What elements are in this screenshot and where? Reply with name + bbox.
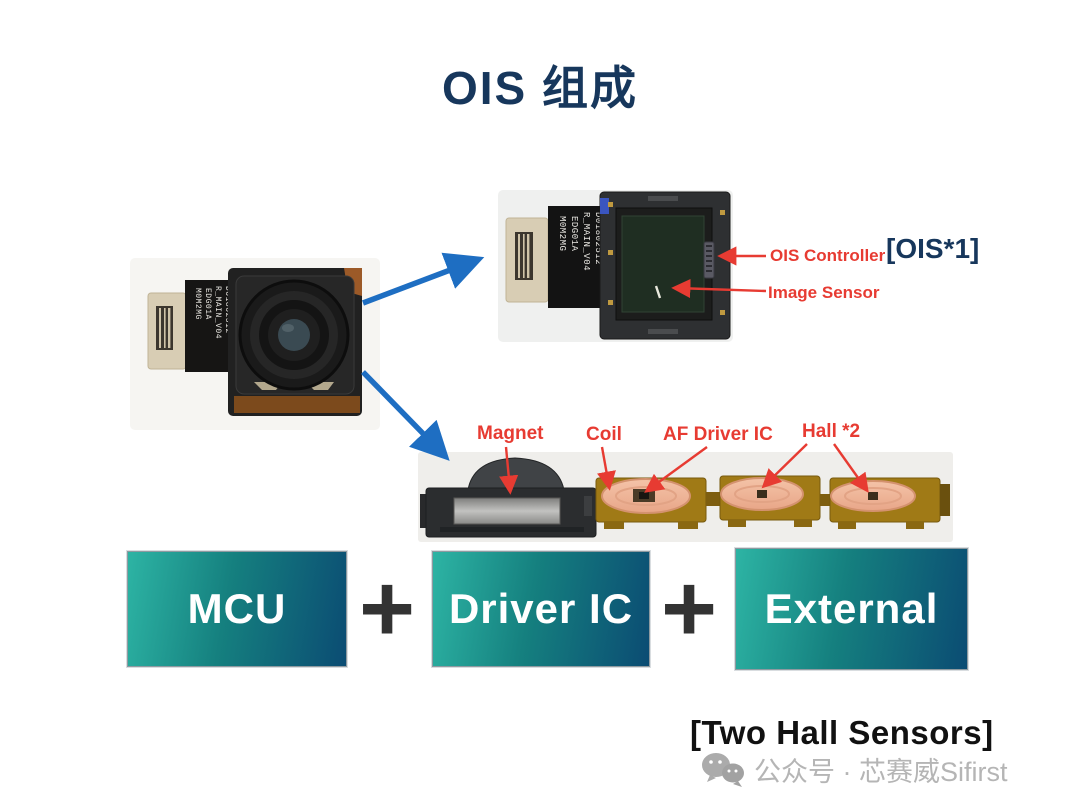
wechat-icon [702,752,744,787]
sensor-scratch-mark [654,285,662,299]
af-driver-ic-label: AF Driver IC [663,424,773,445]
module-frame [599,191,731,340]
flex-code-line: R_MAIN_V04 [213,286,222,339]
sensor-module-photo: M0M2MG EDG01A R_MAIN_V04 D01802512 [498,190,733,342]
coil-label: Coil [586,424,622,445]
flex-ribbon: M0M2MG EDG01A R_MAIN_V04 D01802512 [548,206,603,308]
watermark: 公众号 · 芯赛威Sifirst [700,750,1008,789]
flex-bridge [706,492,720,506]
mcu-box: MCU [127,551,347,667]
ois-controller-chip [703,241,715,279]
actuator-strip-photo [418,452,953,542]
page-title: OIS 组成 [441,62,639,114]
ois-count-tag: [OIS*1] [886,233,980,264]
coil-segment-3 [829,477,950,529]
plus-sign-1: + [358,555,416,662]
flex-code-line: D01802512 [593,212,603,265]
module-body [228,268,362,416]
copper-edge-bottom [234,396,360,413]
image-sensor-label: Image Sensor [768,283,880,302]
flex-code-line: D01802512 [223,286,232,334]
watermark-text: 公众号 · 芯赛威Sifirst [754,757,1008,787]
image-sensor-die [615,207,713,321]
flex-code-line: EDG01A [203,288,212,320]
hall-label: Hall *2 [802,421,861,442]
flex-connector-pad [147,292,187,370]
mcu-box-label: MCU [187,585,287,632]
coil-segment-1 [595,477,707,529]
magnet-part [453,497,561,525]
flex-connector-pad [505,217,549,303]
actuator-dome [467,457,565,491]
blue-component [600,198,609,214]
driver-ic-box-label: Driver IC [448,585,634,632]
driver-ic-box: Driver IC [432,551,650,667]
external-box-label: External [764,585,939,632]
flex-code-line: EDG01A [569,216,579,252]
camera-module-photo: M0M2MG EDG01A R_MAIN_V04 D01802512 [130,258,380,430]
hall-sensor-chip [757,490,767,498]
lens [238,279,350,391]
plus-sign-2: + [660,555,718,662]
actuator-housing [420,457,597,538]
flex-code-line: R_MAIN_V04 [581,212,591,271]
flex-bridge [820,494,832,506]
ois-controller-label: OIS Controller [770,246,886,265]
two-hall-sensors-note: [Two Hall Sensors] [690,714,994,751]
coil-segment-2 [719,475,821,527]
external-box: External [735,548,968,670]
flex-ribbon: M0M2MG EDG01A R_MAIN_V04 D01802512 [185,280,232,372]
magnet-label: Magnet [477,423,544,444]
flex-code-line: M0M2MG [557,216,567,251]
hall-sensor-chip [868,492,878,500]
flex-code-line: M0M2MG [193,288,202,320]
